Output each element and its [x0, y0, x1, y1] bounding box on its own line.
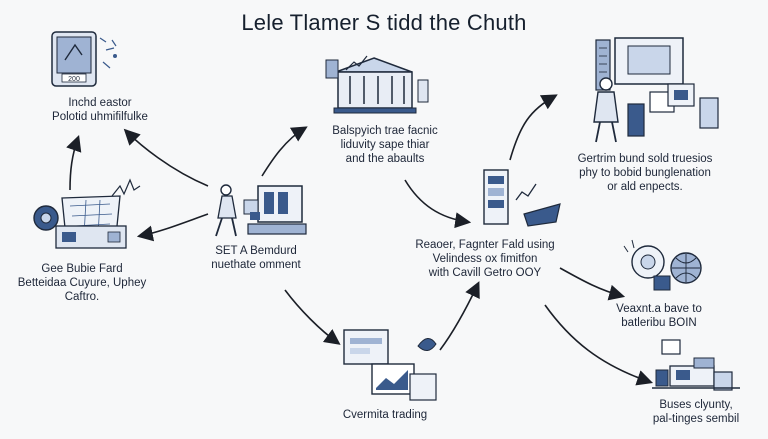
person-monitor-icon [593, 37, 719, 143]
arrow-bottom-to-centerright [439, 281, 480, 351]
arrow-center-to-left [136, 213, 209, 242]
arrow-center-to-topleft [123, 128, 209, 187]
node-label-top-center: Balspyich trae facnic liduvity sape thia… [332, 125, 438, 165]
node-label-center-left: SET A Bemdurd nuethate omment [211, 245, 301, 271]
tablet-phone-icon: 200 [51, 31, 117, 87]
gear-globe-icon [623, 239, 702, 291]
bank-building-icon [325, 55, 429, 114]
node-label-top-left: Inchd eastor Polotid uhmifilfulke [52, 97, 148, 123]
node-label-top-right: Gertrim bund sold truesios phy to bobid … [577, 153, 713, 193]
arrow-centerright-to-bottomright [544, 304, 654, 386]
node-label-bottom-right: Buses clyunty, pal-tinges sembil [652, 399, 740, 425]
camera-blueprint-icon [33, 178, 141, 249]
page-title: Lele Tlamer S tidd the Chuth [241, 10, 527, 35]
trading-screen-icon [343, 329, 437, 401]
arrow-center-to-topcenter [261, 126, 308, 177]
arrow-left-to-topleft [66, 134, 82, 191]
arrow-topcenter-to-centerright [404, 179, 472, 229]
node-label-center-right: Reaoer, Fagnter Fald using Velindess ox … [415, 239, 555, 279]
node-label-bottom-center: Cvermita trading [342, 409, 428, 421]
svg-text:200: 200 [68, 76, 80, 83]
node-label-right: Veaxnt.a bave to batleribu BOIN [616, 303, 702, 329]
arrow-centerright-to-topright [509, 94, 558, 161]
node-label-left: Gee Bubie Fard Betteidaa Cuyure, Uphey C… [17, 263, 147, 303]
person-computer-icon [215, 184, 307, 237]
arrow-centerright-to-right [559, 267, 626, 301]
arrow-center-to-bottom [284, 289, 341, 345]
shop-counter-icon [652, 339, 740, 391]
server-chart-icon [483, 169, 561, 227]
